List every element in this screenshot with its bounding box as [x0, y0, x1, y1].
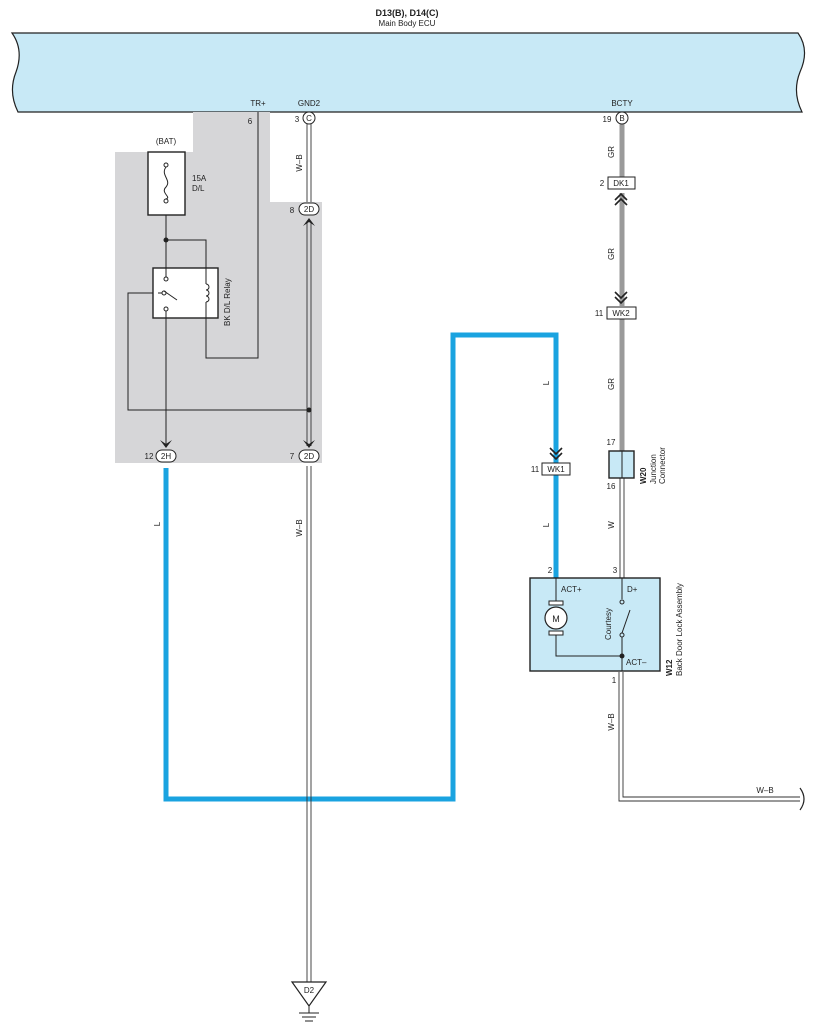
gnd2-pin-connector — [302, 111, 316, 125]
junction-dot-fuse — [163, 237, 169, 243]
wire-label-l-right-bottom: L — [542, 522, 551, 527]
pin-2d-top-connector — [298, 202, 320, 216]
ground-icon — [299, 1006, 319, 1022]
bcty-pin-label: BCTY — [611, 99, 633, 108]
wk2-connector — [606, 306, 637, 320]
d-plus-pin-number: 3 — [613, 566, 618, 575]
relay-name: BK D/L Relay — [223, 278, 232, 326]
w12-name: Back Door Lock Assembly — [675, 583, 684, 676]
wk2-connector-name: WK2 — [612, 309, 630, 318]
dk1-connector-name: DK1 — [613, 179, 629, 188]
bcty-pin-connector — [615, 111, 629, 125]
wire-label-gr-1: GR — [607, 146, 616, 158]
fuse-name: D/L — [192, 184, 205, 193]
wire-label-w-b-right: W–B — [756, 786, 773, 795]
bcty-pin-connector-code: B — [619, 114, 624, 123]
wire-continuation-mark — [799, 787, 805, 811]
act-plus-pin-number: 2 — [548, 566, 553, 575]
ground-connector-triangle — [290, 981, 328, 1008]
bat-label: (BAT) — [156, 137, 177, 146]
tr-plus-pin-label: TR+ — [250, 99, 266, 108]
pin-2h-number: 12 — [145, 452, 154, 461]
w-b-actuator-wire — [618, 672, 800, 802]
ground-code: D2 — [304, 986, 315, 995]
gnd2-pin-label: GND2 — [298, 99, 321, 108]
pin-2d-bottom-number: 7 — [290, 452, 295, 461]
d-plus-terminal-label: D+ — [627, 585, 638, 594]
pin-2h-connector — [155, 449, 177, 463]
dk1-pin-number: 2 — [600, 179, 605, 188]
junction-dot-ground — [306, 407, 312, 413]
act-minus-terminal-label: ACT– — [626, 658, 647, 667]
actuator-internal-wiring — [555, 578, 623, 671]
w12-code: W12 — [665, 659, 674, 676]
w-b-ground-wire — [306, 124, 312, 982]
wk1-connector — [541, 462, 571, 476]
pin-2d-bottom-code: 2D — [304, 452, 314, 461]
tr-plus-pin-number: 6 — [248, 117, 253, 126]
w-wire — [619, 478, 625, 578]
wire-label-gr-3: GR — [607, 378, 616, 390]
act-minus-pin-number: 1 — [612, 676, 617, 685]
wire-label-w-b-actuator: W–B — [607, 713, 616, 730]
wk1-connector-name: WK1 — [547, 465, 565, 474]
fuse-icon — [163, 162, 169, 204]
l-wire-highlight — [163, 332, 559, 802]
relay-switch-icon — [158, 268, 178, 318]
pin-2d-bottom-connector — [298, 449, 320, 463]
motor-icon — [544, 600, 568, 636]
w20-name-line2: Connector — [658, 447, 667, 484]
w20-name-line1: Junction — [649, 454, 658, 484]
chevron-down-icon — [303, 440, 315, 448]
gnd2-pin-connector-code: C — [306, 114, 312, 123]
ecu-connectors-label: D13(B), D14(C) — [375, 8, 438, 18]
junction-dot-act-minus — [619, 653, 625, 659]
gnd2-pin-number: 3 — [295, 115, 300, 124]
chevron-up-icon — [303, 218, 315, 226]
main-body-ecu-box — [10, 32, 806, 113]
w20-code: W20 — [639, 467, 648, 484]
fuse-rating: 15A — [192, 174, 207, 183]
courtesy-switch-icon — [619, 599, 631, 638]
relay-coil-icon — [205, 268, 210, 318]
wire-label-w-b-top: W–B — [295, 154, 304, 171]
wire-label-gr-2: GR — [607, 248, 616, 260]
pin-2d-top-number: 8 — [290, 206, 295, 215]
wire-label-w: W — [607, 521, 616, 529]
chevron-down-icon — [160, 440, 172, 448]
pin-2h-code: 2H — [161, 452, 171, 461]
fuse-box — [147, 151, 186, 216]
double-chevron-down-icon — [614, 291, 628, 305]
bcty-pin-number: 19 — [603, 115, 612, 124]
wk1-pin-number: 11 — [531, 465, 540, 474]
w20-pin-in: 17 — [607, 438, 616, 447]
wire-label-w-b-bottom: W–B — [295, 519, 304, 536]
courtesy-switch-label: Courtesy — [604, 608, 613, 640]
double-chevron-up-icon — [614, 192, 628, 206]
relay-box — [152, 267, 219, 319]
ecu-name-label: Main Body ECU — [379, 19, 436, 28]
pin-2d-top-code: 2D — [304, 205, 314, 214]
w20-pin-out: 16 — [607, 482, 616, 491]
motor-symbol: M — [552, 614, 560, 624]
wire-label-l-right-top: L — [542, 380, 551, 385]
wk2-pin-number: 11 — [595, 309, 604, 318]
wire-label-l-left: L — [153, 521, 162, 526]
double-chevron-down-icon — [549, 447, 563, 461]
dk1-connector — [607, 176, 636, 190]
act-plus-terminal-label: ACT+ — [561, 585, 582, 594]
